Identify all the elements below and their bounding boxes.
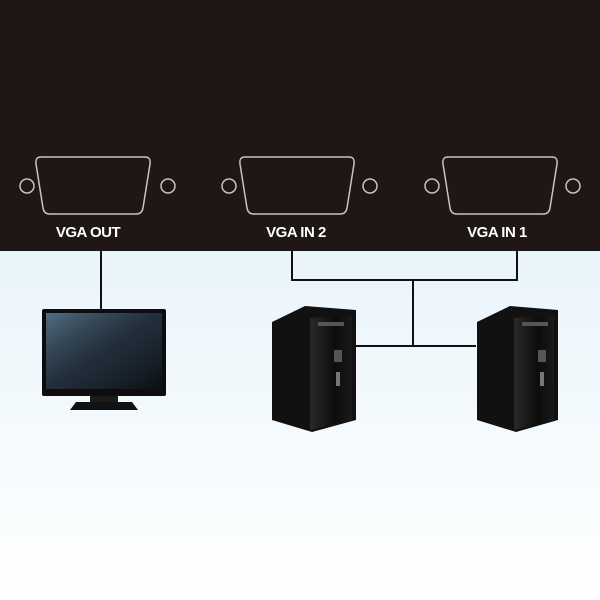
screw-icon — [221, 178, 237, 194]
cable-inputs-bus — [291, 251, 518, 281]
port-label: VGA OUT — [56, 224, 121, 241]
screw-icon — [565, 178, 581, 194]
monitor-icon — [42, 309, 166, 410]
switch-panel — [0, 0, 600, 251]
port-label: VGA IN 2 — [266, 224, 326, 241]
port-label: VGA IN 1 — [467, 224, 527, 241]
vga-port-icon — [239, 156, 355, 215]
vga-port-icon — [442, 156, 558, 215]
port-vga-out: VGA OUT — [19, 156, 176, 241]
screw-icon — [19, 178, 35, 194]
vga-port-icon — [35, 156, 151, 215]
screw-icon — [424, 178, 440, 194]
computer-icon — [272, 306, 356, 432]
computer-icon — [477, 306, 558, 432]
cables — [100, 251, 518, 347]
port-vga-in-1: VGA IN 1 — [424, 156, 581, 241]
port-vga-in-2: VGA IN 2 — [221, 156, 378, 241]
screw-icon — [160, 178, 176, 194]
screw-icon — [362, 178, 378, 194]
